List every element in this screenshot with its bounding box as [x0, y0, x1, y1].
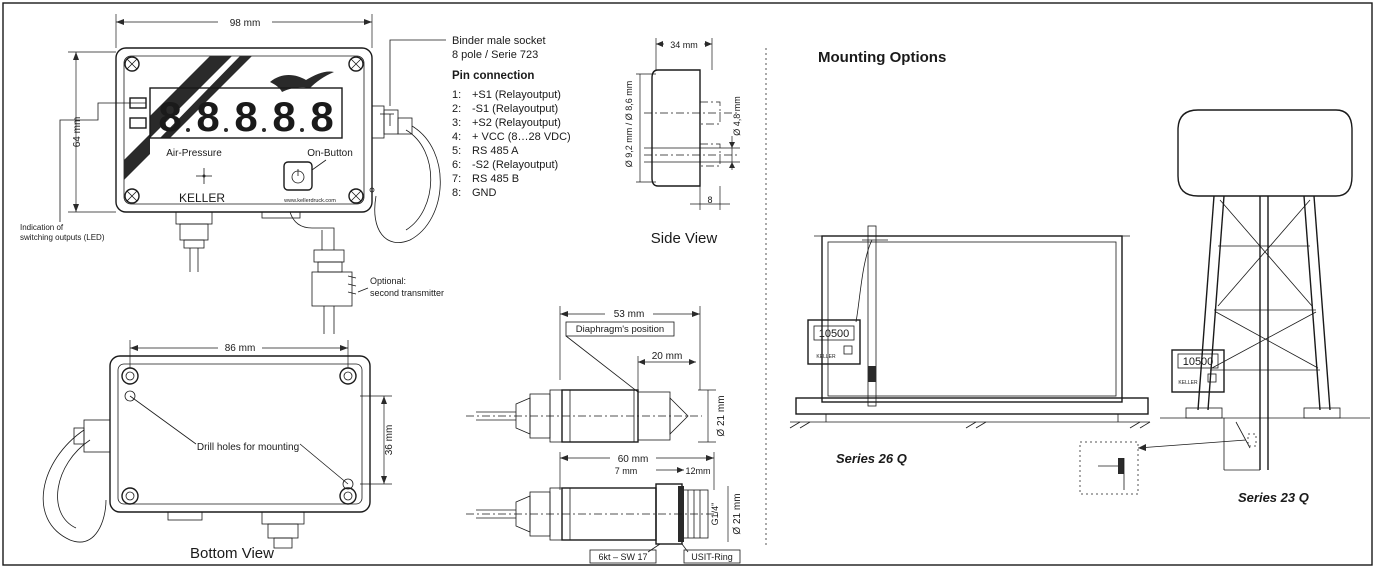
- mounting-title: Mounting Options: [818, 49, 946, 66]
- probe2-length-label: 60 mm: [618, 454, 649, 465]
- bottom-housing: [109, 355, 371, 513]
- side-view: 34 mm Ø 9,2 mm / Ø 8,6 mm Ø 4,8 mm 8 Sid…: [624, 38, 742, 247]
- series-26q-tank: [789, 225, 1151, 429]
- probe1-tip-label: 20 mm: [652, 351, 683, 362]
- second-transmitter-gland: [311, 249, 357, 334]
- pin-number: 3:: [452, 117, 461, 129]
- display-23q-value: 10500: [1183, 356, 1214, 368]
- usit-ring-label: USIT-Ring: [691, 552, 733, 562]
- side-bottom-dim-label: 8: [707, 195, 712, 205]
- side-width-label: 34 mm: [670, 40, 698, 50]
- mounting-holes: [121, 367, 357, 505]
- probe1-dia-label: Ø 21 mm: [716, 395, 727, 436]
- side-housing: [651, 69, 701, 187]
- pin-number: 6:: [452, 159, 461, 171]
- series-23q-tower: [1160, 109, 1370, 471]
- pin-number: 7:: [452, 173, 461, 185]
- front-height-label: 64 mm: [72, 117, 83, 148]
- optional-note-2: second transmitter: [370, 288, 444, 298]
- pin-label: -S1 (Relayoutput): [472, 103, 558, 115]
- probe2-12mm-label: 12mm: [685, 466, 710, 476]
- led-note-1: Indication of: [20, 223, 64, 232]
- lcd-window: [149, 87, 343, 139]
- pin-label: RS 485 B: [472, 173, 519, 185]
- pin-label: -S2 (Relayoutput): [472, 159, 558, 171]
- bottom-height-label: 36 mm: [384, 425, 395, 456]
- side-left-dim-label: Ø 9,2 mm / Ø 8,6 mm: [624, 81, 634, 168]
- drill-holes-note: Drill holes for mounting: [197, 442, 299, 453]
- socket-title-1: Binder male socket: [452, 35, 546, 47]
- side-right-dim-label: Ø 4,8 mm: [732, 96, 742, 136]
- on-button[interactable]: [283, 161, 313, 191]
- display-26q-brand: KELLER: [816, 354, 836, 360]
- bottom-view-caption: Bottom View: [190, 545, 274, 562]
- pin-list: 1: +S1 (Relayoutput) 2: -S1 (Relayoutput) 3:…: [452, 89, 571, 199]
- probe-bottom: 60 mm 7 mm 12mm G1/4" Ø 21 mm 6kt – SW 1…: [466, 452, 743, 564]
- led-note-2: switching outputs (LED): [20, 233, 105, 242]
- bottom-gland: [261, 511, 305, 549]
- lcd-digit: 8: [234, 93, 257, 140]
- lcd-digit: 8: [310, 93, 333, 140]
- website-label: www.kellerdruck.com: [283, 198, 336, 204]
- led-indicator-2: [129, 117, 147, 129]
- on-button-label: On-Button: [307, 148, 353, 159]
- detail-inset: [1079, 441, 1139, 495]
- pin-number: 2:: [452, 103, 461, 115]
- front-decor-stripe: [150, 56, 232, 138]
- pin-number: 4:: [452, 131, 461, 143]
- display-unit-26q: 10500 KELLER: [807, 319, 861, 365]
- lcd-digit: 8: [196, 93, 219, 140]
- lcd-digit: 8: [158, 93, 181, 140]
- bottom-width-label: 86 mm: [225, 343, 256, 354]
- lcd-digit: 8: [272, 93, 295, 140]
- side-view-caption: Side View: [651, 230, 718, 247]
- probe2-dia-label: Ø 21 mm: [732, 493, 743, 534]
- pin-label: +S2 (Relayoutput): [472, 117, 561, 129]
- optional-note-1: Optional:: [370, 276, 406, 286]
- pin-number: 5:: [452, 145, 461, 157]
- air-pressure-label: Air-Pressure: [166, 148, 222, 159]
- probe-top: 53 mm Diaphragm's position 20 mm Ø 21 mm: [466, 306, 727, 443]
- pin-number: 1:: [452, 89, 461, 101]
- pin-label: + VCC (8…28 VDC): [472, 131, 571, 143]
- diaphragm-label: Diaphragm's position: [576, 324, 664, 335]
- probe1-length-label: 53 mm: [614, 309, 645, 320]
- detail-arrow: [1137, 439, 1247, 449]
- bottom-view: 86 mm 36 mm Drill holes for mounting: [42, 340, 395, 562]
- hex-label: 6kt – SW 17: [598, 552, 647, 562]
- binder-socket: [369, 105, 441, 243]
- pin-label: GND: [472, 187, 497, 199]
- brand-label: KELLER: [179, 191, 225, 205]
- bird-logo-icon: [270, 71, 334, 92]
- led-leader-line: [59, 102, 146, 222]
- series-26q-label: Series 26 Q: [836, 451, 907, 466]
- socket-title-2: 8 pole / Serie 723: [452, 49, 538, 61]
- series-23q-label: Series 23 Q: [1238, 490, 1309, 505]
- pin-label: RS 485 A: [472, 145, 519, 157]
- pin-connection-block: Binder male socket 8 pole / Serie 723 Pi…: [452, 35, 571, 199]
- display-23q-brand: KELLER: [1178, 380, 1198, 386]
- probe2-7mm-label: 7 mm: [615, 466, 638, 476]
- display-unit-23q: 10500 KELLER: [1171, 349, 1225, 393]
- front-width-label: 98 mm: [230, 18, 261, 29]
- pin-heading: Pin connection: [452, 70, 534, 82]
- display-26q-value: 10500: [819, 328, 850, 340]
- cable-gland: [175, 211, 213, 272]
- probe2-thread-label: G1/4": [710, 503, 720, 526]
- pin-number: 8:: [452, 187, 461, 199]
- front-corner-screws: [124, 56, 364, 204]
- pin-label: +S1 (Relayoutput): [472, 89, 561, 101]
